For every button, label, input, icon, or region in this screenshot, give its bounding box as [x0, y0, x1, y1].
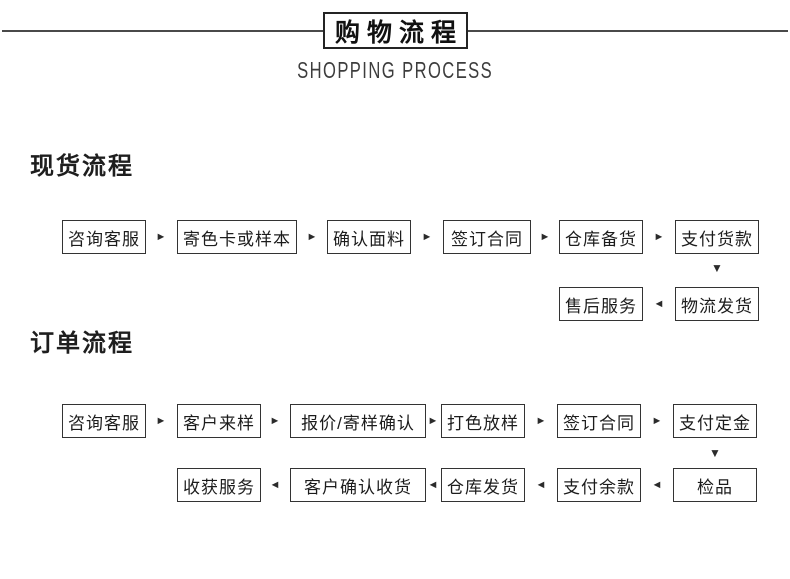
step-customer-confirm-receipt: 客户确认收货: [290, 468, 426, 502]
header-divider-left: [2, 30, 323, 32]
arrow-right-icon: ►: [155, 415, 167, 427]
step-sign-contract: 签订合同: [557, 404, 641, 438]
arrow-right-icon: ►: [421, 231, 433, 243]
arrow-right-icon: ►: [306, 231, 318, 243]
page-subtitle-wrap: SHOPPING PROCESS: [0, 57, 790, 84]
arrow-down-icon: ▼: [709, 446, 721, 460]
step-after-sales-service: 售后服务: [559, 287, 643, 321]
arrow-right-icon: ►: [653, 231, 665, 243]
step-confirm-fabric: 确认面料: [327, 220, 411, 254]
step-send-color-card: 寄色卡或样本: [177, 220, 297, 254]
step-color-proofing: 打色放样: [441, 404, 525, 438]
page-subtitle: SHOPPING PROCESS: [296, 57, 494, 83]
section-heading-stock-process: 现货流程: [30, 153, 134, 180]
section-heading-order-process: 订单流程: [30, 330, 134, 357]
step-warehouse-prepare: 仓库备货: [559, 220, 643, 254]
step-pay-goods: 支付货款: [675, 220, 759, 254]
arrow-right-icon: ►: [651, 415, 663, 427]
step-pay-balance: 支付余款: [557, 468, 641, 502]
arrow-left-icon: ◄: [651, 479, 663, 491]
step-sign-contract: 签订合同: [443, 220, 531, 254]
arrow-left-icon: ◄: [269, 479, 281, 491]
arrow-right-icon: ►: [535, 415, 547, 427]
step-quote-sample-confirm: 报价/寄样确认: [290, 404, 426, 438]
step-warehouse-ship: 仓库发货: [441, 468, 525, 502]
step-receipt-service: 收获服务: [177, 468, 261, 502]
header-divider-right: [468, 30, 788, 32]
page-title: 购物流程: [323, 12, 468, 49]
arrow-left-icon: ◄: [653, 298, 665, 310]
step-logistics-ship: 物流发货: [675, 287, 759, 321]
arrow-right-icon: ►: [155, 231, 167, 243]
step-pay-deposit: 支付定金: [673, 404, 757, 438]
arrow-right-icon: ►: [539, 231, 551, 243]
arrow-left-icon: ◄: [535, 479, 547, 491]
arrow-right-icon: ►: [427, 415, 439, 427]
arrow-left-icon: ◄: [427, 479, 439, 491]
arrow-right-icon: ►: [269, 415, 281, 427]
arrow-down-icon: ▼: [711, 261, 723, 275]
step-consult-service: 咨询客服: [62, 220, 146, 254]
step-inspection: 检品: [673, 468, 757, 502]
step-consult-service: 咨询客服: [62, 404, 146, 438]
step-customer-sample: 客户来样: [177, 404, 261, 438]
